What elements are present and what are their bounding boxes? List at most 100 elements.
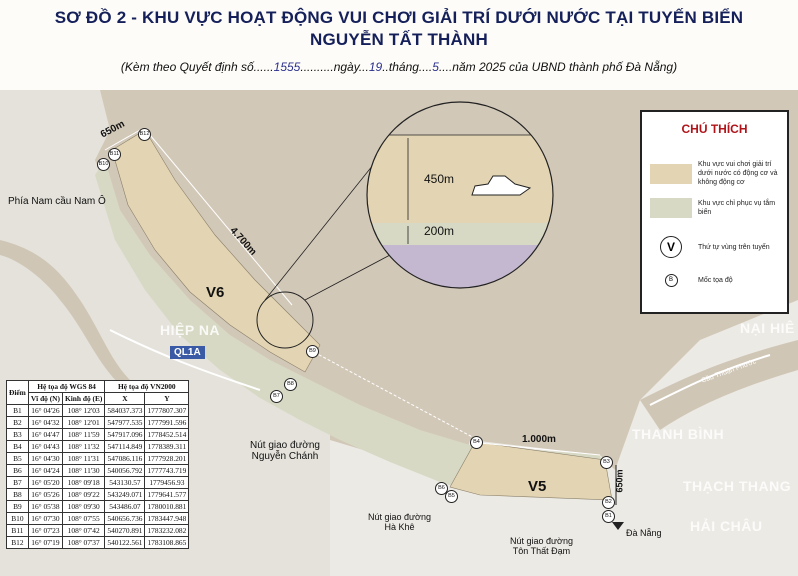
table-cell: 16° 04'30 bbox=[27, 452, 63, 465]
table-cell: 108° 09'22 bbox=[61, 488, 106, 501]
table-cell: 108° 11'30 bbox=[61, 464, 106, 477]
point-b9: B9 bbox=[306, 345, 319, 358]
decision-number: 1555 bbox=[273, 60, 301, 74]
table-cell: 1783447.948 bbox=[144, 512, 190, 525]
legend-symbol-v: V bbox=[660, 236, 682, 258]
table-cell: B7 bbox=[6, 476, 29, 489]
label-hiep-nam: HIỆP NA bbox=[160, 322, 221, 338]
table-cell: B2 bbox=[6, 416, 29, 429]
decision-day: 19 bbox=[368, 60, 383, 74]
legend-symbol-b: B bbox=[664, 274, 678, 287]
table-cell: 1778389.311 bbox=[144, 440, 190, 453]
table-cell: B3 bbox=[6, 428, 29, 441]
decision-month: 5 bbox=[432, 60, 439, 74]
inset-zone bbox=[367, 135, 553, 223]
table-cell: B6 bbox=[6, 464, 29, 477]
table-cell: B5 bbox=[6, 452, 29, 465]
table-cell: 540056.792 bbox=[104, 464, 146, 477]
table-cell: 1779456.93 bbox=[144, 476, 190, 489]
table-cell: 108° 11'31 bbox=[61, 452, 106, 465]
legend-text-bathing: Khu vực chỉ phục vụ tắm biển bbox=[698, 200, 776, 216]
legend-item-coord-point: B Mốc tọa độ bbox=[650, 274, 778, 287]
table-cell: 16° 07'23 bbox=[27, 524, 63, 537]
table-cell: 16° 05'38 bbox=[27, 500, 63, 513]
table-cell: 1783232.082 bbox=[144, 524, 190, 537]
point-b10: B10 bbox=[97, 158, 110, 171]
point-b11: B11 bbox=[108, 148, 121, 161]
legend-box: CHÚ THÍCH Khu vực vui chơi giải trí dưới… bbox=[640, 110, 789, 314]
zone-label-v6: V6 bbox=[206, 284, 225, 301]
table-cell: 1777928.201 bbox=[144, 452, 190, 465]
point-b7: B7 bbox=[270, 390, 283, 403]
inset-border bbox=[366, 101, 554, 289]
table-cell: 1783108.865 bbox=[144, 536, 190, 549]
zone-v5 bbox=[449, 441, 613, 501]
table-cell: 108° 07'37 bbox=[61, 536, 106, 549]
table-cell: 547114.849 bbox=[104, 440, 146, 453]
callout-origin bbox=[256, 291, 314, 349]
table-cell: 1778452.514 bbox=[144, 428, 190, 441]
table-cell: 16° 04'32 bbox=[27, 416, 63, 429]
table-cell: 108° 11'32 bbox=[61, 440, 106, 453]
map-title-line1: SƠ ĐỒ 2 - KHU VỰC HOẠT ĐỘNG VUI CHƠI GIẢ… bbox=[54, 8, 744, 27]
table-cell: 547977.535 bbox=[104, 416, 146, 429]
label-hai-chau: HẢI CHÂU bbox=[690, 518, 763, 534]
label-nam-o-bridge: Phía Nam cầu Nam Ô bbox=[8, 196, 106, 207]
table-cell: 16° 07'30 bbox=[27, 512, 63, 525]
callout-line-2 bbox=[264, 149, 386, 301]
th-vn2000: Hệ tọa độ VN2000 bbox=[104, 380, 190, 393]
table-cell: B10 bbox=[6, 512, 29, 525]
table-cell: 543486.07 bbox=[104, 500, 146, 513]
road-ql1a bbox=[109, 329, 261, 391]
inset-bathing bbox=[367, 223, 553, 245]
inset-label-450: 450m bbox=[424, 172, 455, 186]
legend-swatch-zone bbox=[650, 163, 692, 184]
th-point: Điểm bbox=[6, 380, 29, 405]
table-cell: 108° 11'59 bbox=[61, 428, 106, 441]
legend-text-zone: Khu vực vui chơi giải trí dưới nước có đ… bbox=[698, 161, 778, 186]
zone-label-v5: V5 bbox=[528, 478, 547, 495]
jet-ski-icon bbox=[471, 175, 532, 196]
distance-650-right: 650m bbox=[614, 469, 625, 493]
boundary-b9-b4 bbox=[309, 349, 479, 441]
table-cell: 16° 04'43 bbox=[27, 440, 63, 453]
table-cell: 108° 12'01 bbox=[61, 416, 106, 429]
road-thuan-phuoc bbox=[649, 354, 771, 406]
table-cell: B12 bbox=[6, 536, 29, 549]
table-cell: 547917.096 bbox=[104, 428, 146, 441]
subtitle-mid2: tháng bbox=[388, 60, 419, 74]
river-west bbox=[0, 240, 130, 385]
table-cell: 584037.373 bbox=[104, 404, 146, 417]
table-cell: 543249.071 bbox=[104, 488, 146, 501]
subtitle-pre: (Kèm theo Quyết định số bbox=[120, 60, 254, 74]
distance-line-4700 bbox=[149, 134, 293, 306]
table-cell: 540656.736 bbox=[104, 512, 146, 525]
subtitle-post: năm 2025 của UBND thành phố Đà Nẵng) bbox=[452, 60, 678, 74]
label-ql1a: QL1A bbox=[170, 346, 205, 359]
point-b1: B1 bbox=[602, 510, 615, 523]
distance-line-650-top bbox=[104, 129, 141, 151]
table-cell: 1777743.719 bbox=[144, 464, 190, 477]
distance-1000: 1.000m bbox=[522, 434, 556, 445]
table-cell: B11 bbox=[6, 524, 29, 537]
legend-title: CHÚ THÍCH bbox=[681, 122, 748, 136]
label-da-nang: Đà Nẵng bbox=[626, 528, 662, 538]
th-y: Y bbox=[144, 392, 190, 405]
point-b3: B3 bbox=[600, 456, 613, 469]
inset-label-200: 200m bbox=[424, 224, 455, 238]
table-cell: 108° 09'18 bbox=[61, 476, 106, 489]
legend-item-zone-order: V Thứ tự vùng trên tuyến bbox=[650, 236, 778, 258]
legend-item-zone: Khu vực vui chơi giải trí dưới nước có đ… bbox=[650, 160, 778, 187]
th-lat: Vĩ độ (N) bbox=[27, 392, 63, 405]
